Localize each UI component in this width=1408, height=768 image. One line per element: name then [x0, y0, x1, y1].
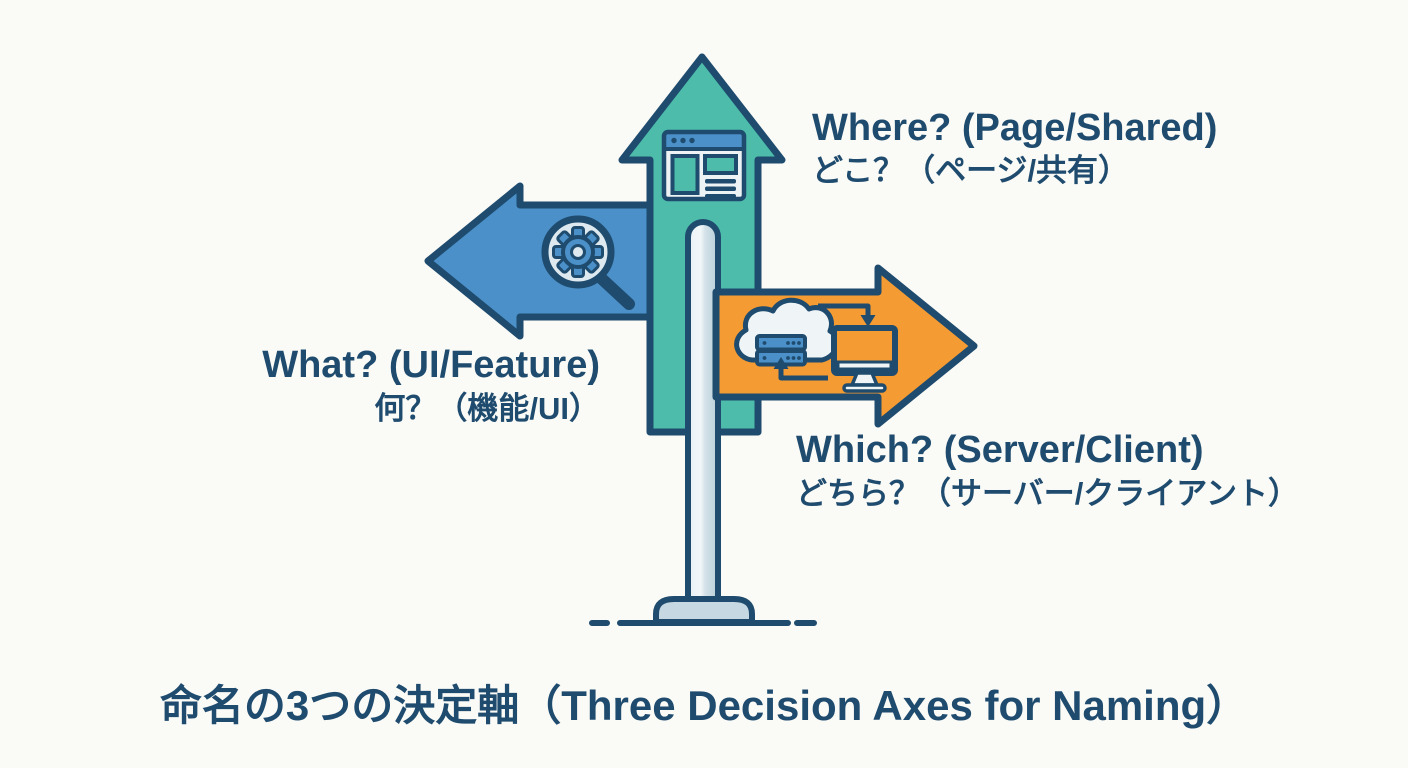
- post: [685, 219, 721, 617]
- browser-window-icon: [661, 129, 747, 202]
- label-which-jp: どちら？（サーバー/クライアント）: [796, 476, 1299, 511]
- label-where-en: Where? (Page/Shared): [812, 107, 1217, 149]
- left-arrow: [424, 182, 666, 340]
- monitor-icon: [831, 325, 898, 393]
- search-gear-icon: [541, 215, 635, 310]
- cloud-server-icon: [734, 297, 840, 367]
- label-what-jp: 何？（機能/UI）: [374, 391, 600, 426]
- transfer-arrows-icon: [773, 303, 876, 381]
- label-what-en: What? (UI/Feature): [262, 344, 600, 386]
- post-base: [653, 596, 755, 625]
- label-which-en: Which? (Server/Client): [796, 429, 1204, 471]
- diagram-title: 命名の3つの決定軸（Three Decision Axes for Naming…: [160, 682, 1248, 729]
- right-arrow: [712, 264, 978, 428]
- label-where-jp: どこ？（ページ/共有）: [812, 153, 1129, 188]
